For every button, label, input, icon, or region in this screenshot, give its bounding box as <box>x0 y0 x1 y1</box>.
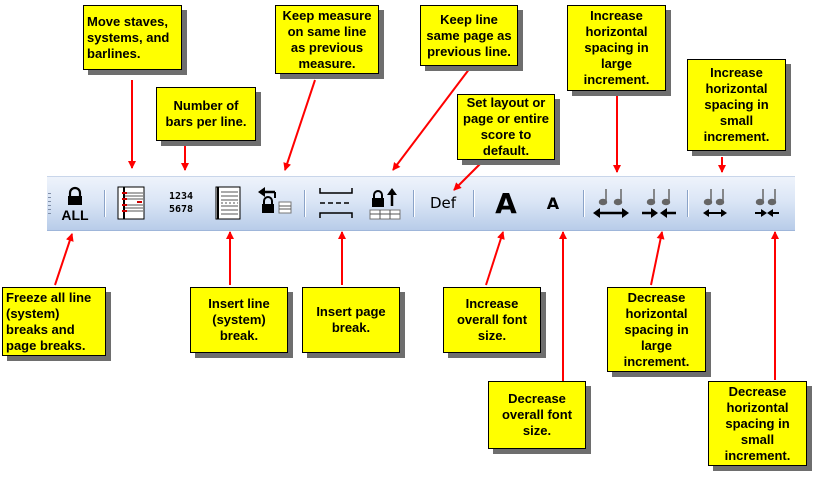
move-staves-icon <box>117 186 145 220</box>
note-increase-spacing-large: Increase horizontal spacing in large inc… <box>567 5 666 91</box>
note-insert-page-break: Insert page break. <box>302 287 400 353</box>
decrease-spacing-large-button[interactable] <box>639 184 679 222</box>
toolbar-grip[interactable] <box>48 193 51 215</box>
keep-measure-button[interactable] <box>255 184 295 222</box>
bars-per-line-button[interactable]: 1234 5678 <box>160 184 202 222</box>
increase-font-icon: A <box>495 186 517 220</box>
note-keep-line: Keep line same page as previous line. <box>420 5 518 66</box>
bars-top-digits: 1234 <box>168 191 194 202</box>
decrease-spacing-small-button[interactable] <box>747 184 787 222</box>
keep-measure-icon <box>258 187 292 214</box>
decrease-spacing-small-icon <box>755 189 779 217</box>
insert-page-break-button[interactable] <box>315 184 357 222</box>
increase-spacing-large-button[interactable] <box>591 184 631 222</box>
separator <box>413 190 415 217</box>
note-decrease-spacing-small: Decrease horizontal spacing in small inc… <box>708 381 807 466</box>
note-decrease-font: Decrease overall font size. <box>488 381 586 449</box>
decrease-font-icon: A <box>546 193 560 213</box>
note-increase-font: Increase overall font size. <box>443 287 541 353</box>
freeze-all-button[interactable]: ALL <box>55 184 95 222</box>
keep-line-button[interactable] <box>365 184 405 222</box>
note-move-staves: Move staves, systems, and barlines. <box>83 5 182 70</box>
separator <box>304 190 306 217</box>
note-set-default: Set layout or page or entire score to de… <box>457 94 555 160</box>
increase-font-button[interactable]: A <box>485 184 527 222</box>
note-bars-per-line: Number of bars per line. <box>156 87 256 141</box>
arrow-keep-line <box>392 67 471 171</box>
keep-line-icon <box>369 188 401 220</box>
decrease-spacing-large-icon <box>642 189 676 218</box>
note-freeze-breaks: Freeze all line (system) breaks and page… <box>2 287 106 356</box>
arrow-set-default <box>453 161 483 191</box>
arrow-increase-font <box>485 231 505 286</box>
increase-spacing-large-icon <box>593 189 629 218</box>
note-insert-line-break: Insert line (system) break. <box>190 287 288 353</box>
set-default-button[interactable]: Def <box>423 184 463 222</box>
freeze-all-label: ALL <box>61 207 89 222</box>
arrow-freeze <box>54 233 74 286</box>
insert-line-break-icon <box>215 186 241 220</box>
separator <box>104 190 106 217</box>
lock-all-icon: ALL <box>61 186 89 222</box>
bars-bottom-digits: 5678 <box>168 204 194 215</box>
insert-page-break-icon <box>319 188 353 218</box>
separator <box>687 190 689 217</box>
decrease-font-button[interactable]: A <box>535 184 571 222</box>
separator <box>583 190 585 217</box>
insert-line-break-button[interactable] <box>213 184 243 222</box>
note-keep-measure: Keep measure on same line as previous me… <box>275 5 379 74</box>
separator <box>473 190 475 217</box>
arrow-decrease-large <box>650 231 665 286</box>
move-staves-button[interactable] <box>113 184 149 222</box>
layout-toolbar: ALL 1234 5678 <box>47 176 795 231</box>
increase-spacing-small-icon <box>703 189 727 217</box>
note-decrease-spacing-large: Decrease horizontal spacing in large inc… <box>607 287 706 372</box>
default-icon: Def <box>429 194 457 212</box>
bars-per-line-icon: 1234 5678 <box>169 190 193 216</box>
arrow-keep-measure <box>283 79 316 171</box>
increase-spacing-small-button[interactable] <box>697 184 733 222</box>
note-increase-spacing-small: Increase horizontal spacing in small inc… <box>687 59 786 151</box>
